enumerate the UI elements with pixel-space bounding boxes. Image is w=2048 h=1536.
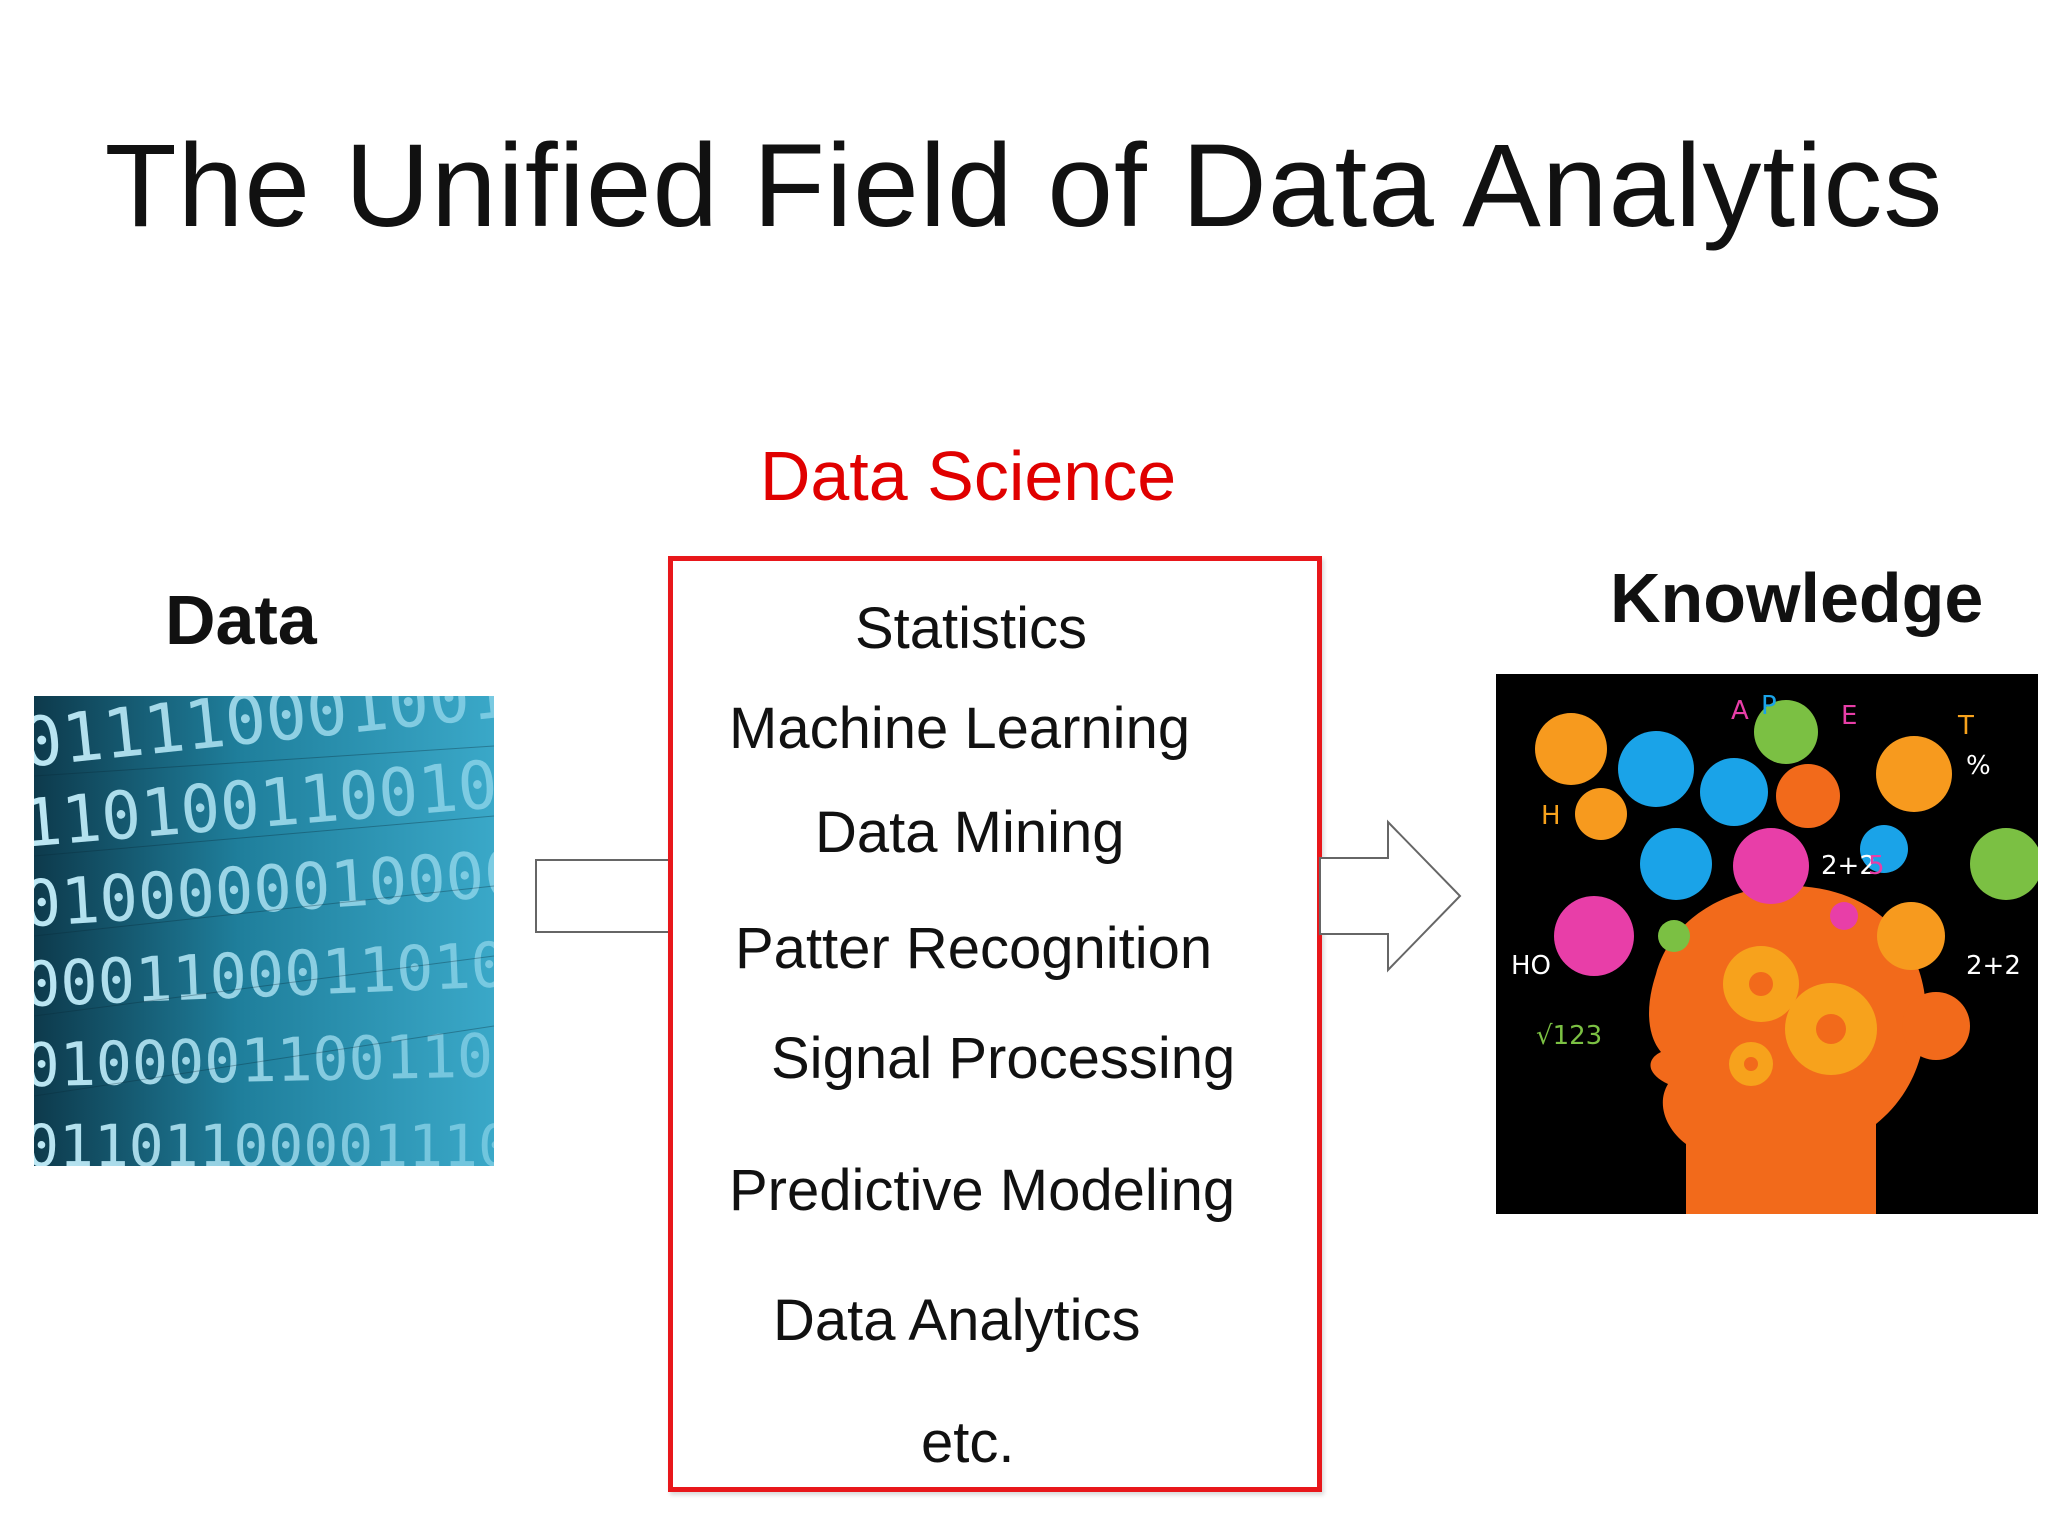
list-item: Predictive Modeling (729, 1158, 1236, 1223)
science-glyph: HO (1511, 951, 1551, 981)
science-glyph: 2+2 (1821, 851, 1876, 881)
bubble-icon (1535, 713, 1607, 785)
list-item: Signal Processing (771, 1026, 1236, 1091)
list-item: Data Mining (815, 800, 1125, 865)
science-glyph: 2+2 (1966, 951, 2021, 981)
science-glyph: E (1841, 701, 1857, 731)
bubble-icon (1877, 902, 1945, 970)
bubble-icon (1776, 764, 1840, 828)
bubble-icon (1970, 828, 2038, 900)
science-glyph: P (1761, 691, 1777, 721)
hollow-arrow-right (1319, 819, 1462, 973)
slide-title: The Unified Field of Data Analytics (104, 120, 1944, 252)
list-item: Patter Recognition (735, 916, 1213, 981)
head-silhouette (1649, 885, 1926, 1214)
science-glyph: A (1731, 696, 1749, 726)
science-glyph: 5 (1868, 851, 1885, 881)
data-science-box: Statistics Machine Learning Data Mining … (668, 556, 1322, 1492)
binary-row: 0100001100110100101 (34, 1017, 494, 1101)
bubble-icon (1733, 828, 1809, 904)
bubble-icon (1640, 828, 1712, 900)
bubble-icon (1754, 700, 1818, 764)
bubble-icon (1575, 788, 1627, 840)
bubble-icon (1860, 825, 1908, 873)
science-glyph: H (1541, 801, 1561, 831)
bubble-icon (1658, 920, 1690, 952)
data-science-heading: Data Science (759, 437, 1177, 515)
science-glyph: T (1957, 711, 1974, 741)
bubble-icon (1700, 758, 1768, 826)
binary-digits-graphic: 0111100010011010011110100110010100111000… (34, 696, 494, 1166)
science-glyph: % (1966, 751, 1991, 781)
bubble-icon (1876, 736, 1952, 812)
bubble-icon (1830, 902, 1858, 930)
science-glyph: √123 (1536, 1021, 1602, 1051)
bubble-icon (1618, 731, 1694, 807)
list-item: etc. (921, 1410, 1015, 1475)
binary-row: 0110110000111010101 (34, 1112, 494, 1166)
list-item: Statistics (855, 596, 1088, 661)
bubble-icon (1902, 992, 1970, 1060)
data-label: Data (165, 581, 317, 659)
list-item: Machine Learning (729, 696, 1191, 761)
knowledge-label: Knowledge (1610, 559, 1984, 637)
list-item: Data Analytics (773, 1288, 1141, 1353)
hollow-arrow-left (535, 859, 673, 933)
bubble-icon (1554, 896, 1634, 976)
